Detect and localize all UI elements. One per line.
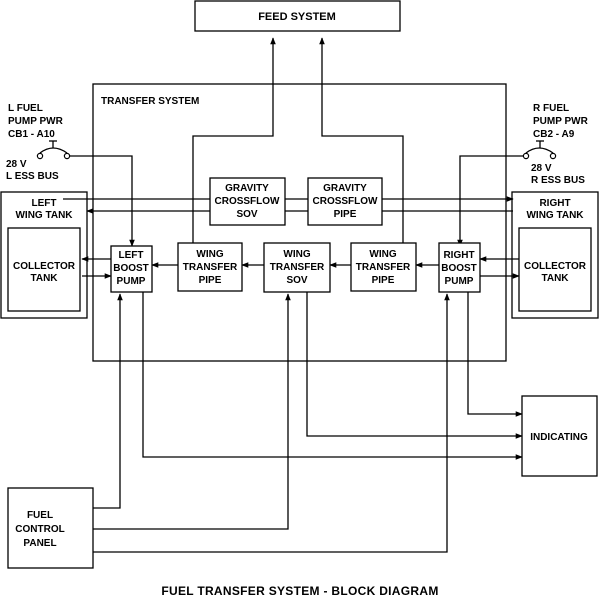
gravity-crossflow-pipe-label-3: PIPE xyxy=(334,209,357,220)
left-power-name-2: PUMP PWR xyxy=(8,116,64,127)
left-wing-transfer-pipe-label-1: WING xyxy=(196,249,223,260)
line-panel-to-right-pump xyxy=(93,293,450,553)
gravity-crossflow-pipe-box xyxy=(307,177,383,226)
right-wing-tank-label-2: WING TANK xyxy=(526,210,584,221)
gravity-crossflow-sov-label-3: SOV xyxy=(236,209,257,220)
right-wing-tank-box xyxy=(511,191,599,319)
left-boost-pump-label-2: BOOST xyxy=(113,263,149,274)
left-wing-tank-label-1: LEFT xyxy=(32,198,57,209)
feed-system-box xyxy=(194,0,401,32)
transfer-system-label: TRANSFER SYSTEM xyxy=(101,96,199,107)
right-power-name-2: PUMP PWR xyxy=(533,116,589,127)
right-power-name-1: R FUEL xyxy=(533,103,569,114)
right-collector-tank-label-2: TANK xyxy=(541,273,569,284)
indicating-box xyxy=(521,395,598,477)
gravity-crossflow-pipe-label-1: GRAVITY xyxy=(323,183,367,194)
right-collector-tank-box xyxy=(518,227,592,312)
diagram-title: FUEL TRANSFER SYSTEM - BLOCK DIAGRAM xyxy=(161,584,438,598)
right-boost-pump-box xyxy=(438,242,481,293)
right-collector-tank-label-1: COLLECTOR xyxy=(524,261,587,272)
line-panel-to-sov xyxy=(93,293,291,530)
right-wing-transfer-pipe-box xyxy=(350,242,417,292)
line-right-power-feed xyxy=(457,155,526,247)
wing-transfer-sov-box xyxy=(263,242,331,293)
line-left-pump-to-indicating xyxy=(142,292,523,460)
right-boost-pump-label-2: BOOST xyxy=(441,263,477,274)
fuel-control-panel-box xyxy=(7,487,94,569)
transfer-system-box xyxy=(92,83,507,362)
fuel-control-panel-label-2: CONTROL xyxy=(15,524,64,535)
line-sov-to-indicating xyxy=(306,292,523,439)
left-collector-tank-label-1: COLLECTOR xyxy=(13,261,76,272)
left-wing-tank-box xyxy=(0,191,88,319)
left-wing-transfer-pipe-label-3: PIPE xyxy=(199,275,222,286)
gravity-crossflow-sov-label-1: GRAVITY xyxy=(225,183,269,194)
line-transfer-to-feed-left xyxy=(192,37,276,168)
line-right-pump-to-indicating xyxy=(467,292,523,417)
right-power-name-3: CB2 - A9 xyxy=(533,129,575,140)
left-wing-transfer-pipe-label-2: TRANSFER xyxy=(183,262,238,273)
right-wing-tank-label-1: RIGHT xyxy=(539,198,570,209)
right-circuit-breaker-symbol xyxy=(522,140,557,160)
left-wing-tank-label-2: WING TANK xyxy=(15,210,73,221)
wing-transfer-sov-label-2: TRANSFER xyxy=(270,262,325,273)
left-boost-pump-label-3: PUMP xyxy=(117,276,146,287)
wing-transfer-sov-label-1: WING xyxy=(283,249,310,260)
left-wing-transfer-pipe-box xyxy=(177,242,243,292)
line-left-power-feed xyxy=(70,155,135,247)
right-power-bus-2: R ESS BUS xyxy=(531,175,585,186)
left-circuit-breaker-symbol xyxy=(36,140,71,160)
line-panel-to-left-pump xyxy=(93,293,123,509)
left-boost-pump-box xyxy=(110,245,153,293)
indicating-label: INDICATING xyxy=(530,432,588,443)
left-power-bus-2: L ESS BUS xyxy=(6,171,59,182)
left-power-name-3: CB1 - A10 xyxy=(8,129,55,140)
fuel-control-panel-label-3: PANEL xyxy=(23,538,56,549)
right-wing-transfer-pipe-label-1: WING xyxy=(369,249,396,260)
right-wing-transfer-pipe-label-3: PIPE xyxy=(372,275,395,286)
gravity-crossflow-sov-box xyxy=(209,177,286,226)
right-wing-transfer-pipe-label-2: TRANSFER xyxy=(356,262,411,273)
gravity-crossflow-sov-label-2: CROSSFLOW xyxy=(215,196,281,207)
left-collector-tank-label-2: TANK xyxy=(30,273,58,284)
left-power-name-1: L FUEL xyxy=(8,103,43,114)
right-power-bus-1: 28 V xyxy=(531,163,552,174)
left-boost-pump-label-1: LEFT xyxy=(119,250,144,261)
fuel-control-panel-label-1: FUEL xyxy=(27,510,53,521)
right-boost-pump-label-3: PUMP xyxy=(445,276,474,287)
line-transfer-to-feed-right xyxy=(319,37,404,247)
connection-lines xyxy=(63,37,526,553)
left-power-bus-1: 28 V xyxy=(6,159,27,170)
left-collector-tank-box xyxy=(7,227,81,312)
gravity-crossflow-pipe-label-2: CROSSFLOW xyxy=(313,196,379,207)
wing-transfer-sov-label-3: SOV xyxy=(286,275,307,286)
right-boost-pump-label-1: RIGHT xyxy=(443,250,474,261)
feed-system-label: FEED SYSTEM xyxy=(258,11,336,23)
